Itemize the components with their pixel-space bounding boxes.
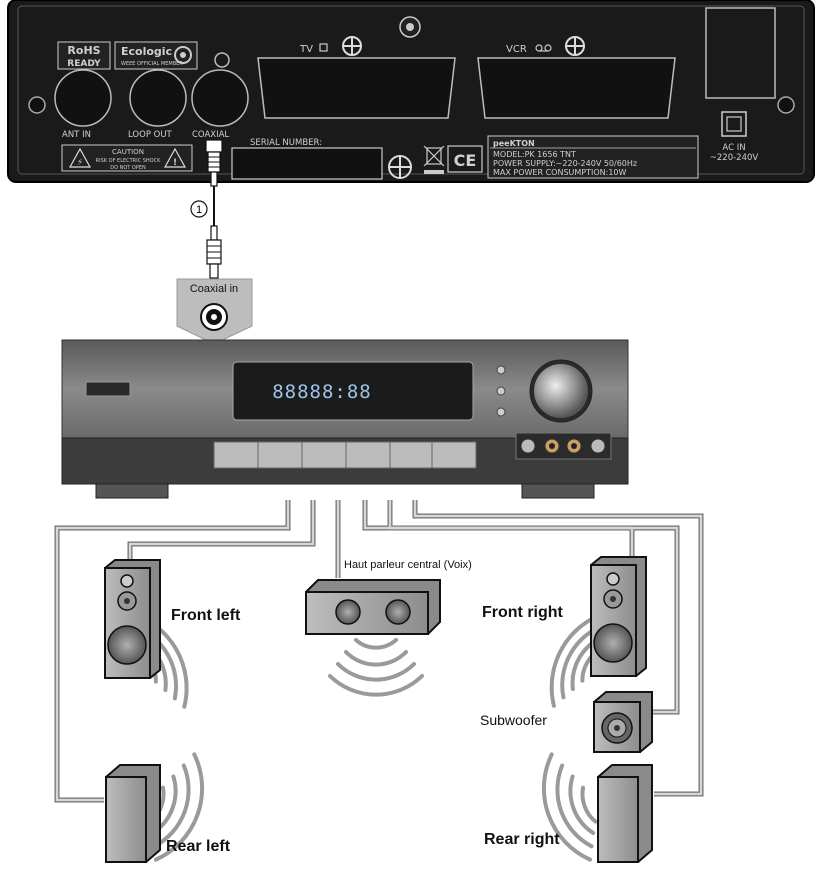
svg-text:peeKTON: peeKTON (493, 139, 535, 148)
tape-icon (535, 44, 552, 52)
serial-number-box (231, 147, 383, 180)
front-button (496, 386, 506, 396)
svg-text:MODEL:PK 1656 TNT: MODEL:PK 1656 TNT (493, 150, 576, 159)
front-left-label: Front left (171, 607, 241, 624)
front-right-speaker (590, 556, 647, 677)
coaxial-in-label: Coaxial in (190, 283, 238, 295)
loop-out-label: LOOP OUT (128, 130, 173, 140)
ac-in-label: AC IN (722, 143, 745, 153)
coaxial-in-tag: Coaxial in (176, 278, 253, 345)
svg-text:CAUTION: CAUTION (112, 148, 144, 156)
crosshair-icon (565, 36, 585, 56)
ac-voltage-label: ~220-240V (710, 153, 759, 163)
coaxial-connector (191, 69, 249, 127)
svg-text:CE: CE (454, 151, 477, 170)
rear-right-speaker (597, 764, 653, 863)
power-button (85, 381, 131, 397)
amplifier-foot (95, 483, 169, 499)
svg-text:⚡: ⚡ (77, 158, 83, 168)
display-readout: 88888:88 (272, 381, 372, 403)
cable-number-badge: 1 (190, 200, 208, 218)
svg-text:!: ! (173, 158, 177, 168)
speaker-wires (54, 500, 704, 803)
av-amplifier: 88888:88 (61, 339, 629, 499)
svg-text:RoHS: RoHS (67, 44, 100, 57)
svg-text:1: 1 (196, 204, 202, 216)
rear-left-label: Rear left (166, 838, 231, 855)
svg-text:RISK OF ELECTRIC SHOCK: RISK OF ELECTRIC SHOCK (96, 158, 161, 164)
ant-in-connector (54, 69, 112, 127)
svg-text:Ecologic: Ecologic (121, 45, 172, 58)
mount-hole-left (28, 96, 46, 114)
front-right-label: Front right (482, 604, 564, 621)
serial-number-label: SERIAL NUMBER: (250, 138, 322, 148)
front-button (496, 365, 506, 375)
svg-text:MAX POWER CONSUMPTION:10W: MAX POWER CONSUMPTION:10W (493, 168, 627, 177)
caution-label: ⚡ ! CAUTION RISK OF ELECTRIC SHOCK DO NO… (61, 144, 193, 172)
amplifier-foot (521, 483, 595, 499)
rear-right-label: Rear right (484, 831, 560, 848)
coaxial-label: COAXIAL (192, 130, 229, 140)
svg-text:READY: READY (67, 59, 101, 69)
ant-in-label: ANT IN (62, 130, 91, 140)
svg-text:DO NOT OPEN: DO NOT OPEN (110, 165, 146, 171)
svg-text:POWER SUPPLY:~220-240V 50/60Hz: POWER SUPPLY:~220-240V 50/60Hz (493, 159, 637, 168)
front-button (496, 407, 506, 417)
loop-out-connector (129, 69, 187, 127)
coaxial-cable (205, 139, 223, 279)
rear-left-speaker (105, 764, 161, 863)
crosshair-icon (388, 155, 412, 179)
center-speaker-label: Haut parleur central (Voix) (344, 559, 472, 571)
crosshair-icon (342, 36, 362, 56)
subwoofer-label: Subwoofer (480, 712, 547, 728)
scart-vcr-port (477, 57, 676, 119)
front-display (232, 361, 474, 421)
ecologic-logo: Ecologic WEEE OFFICIAL MEMBER (114, 41, 198, 70)
tv-label: TV (299, 44, 313, 55)
scart-tv-port (257, 57, 456, 119)
vcr-label: VCR (506, 44, 527, 55)
decoder-rear-panel: RoHS READY Ecologic WEEE OFFICIAL MEMBER… (7, 0, 815, 183)
front-left-speaker (104, 559, 161, 679)
weee-bin-icon (423, 145, 445, 174)
center-speaker (305, 579, 441, 635)
rating-label: peeKTON MODEL:PK 1656 TNT POWER SUPPLY:~… (487, 135, 699, 179)
ac-inlet (721, 111, 747, 137)
subwoofer-speaker (593, 691, 653, 753)
mount-hole-right (777, 96, 795, 114)
ce-mark-icon: CE (447, 145, 483, 173)
volume-knob (534, 364, 588, 418)
sound-waves (128, 610, 610, 862)
rohs-logo: RoHS READY (57, 41, 111, 70)
svg-text:WEEE OFFICIAL MEMBER: WEEE OFFICIAL MEMBER (121, 61, 183, 67)
